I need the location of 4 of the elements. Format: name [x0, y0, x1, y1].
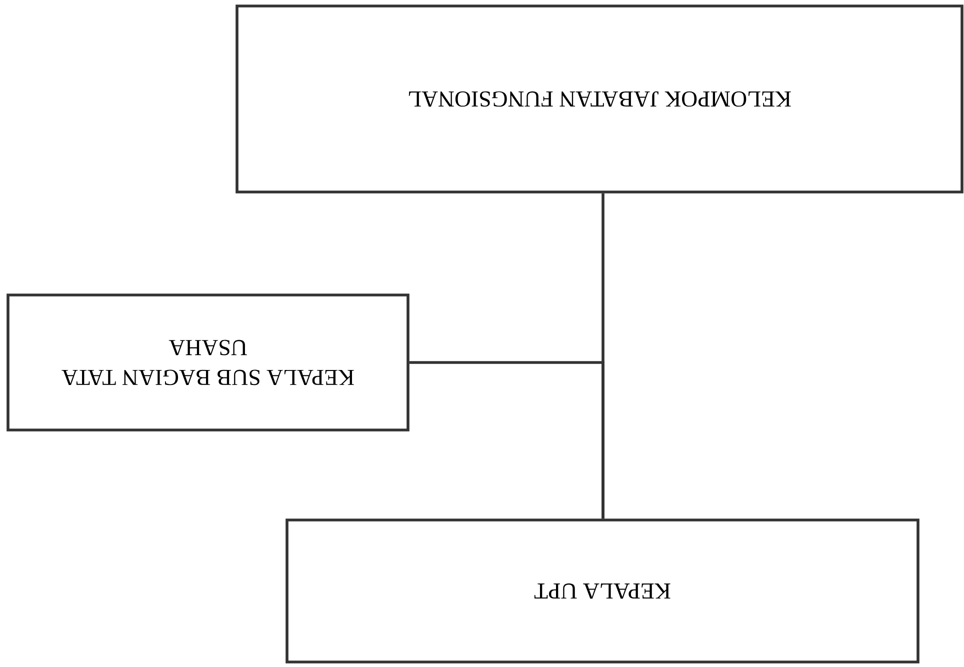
org-box: KEPALA SUB BAGIAN TATA USAHA [6, 294, 410, 432]
org-box: KEPALA UPT [286, 518, 920, 664]
connector-line [409, 361, 604, 519]
org-box: KELOMPOK JABATAN FUNGSIONAL [236, 4, 964, 194]
